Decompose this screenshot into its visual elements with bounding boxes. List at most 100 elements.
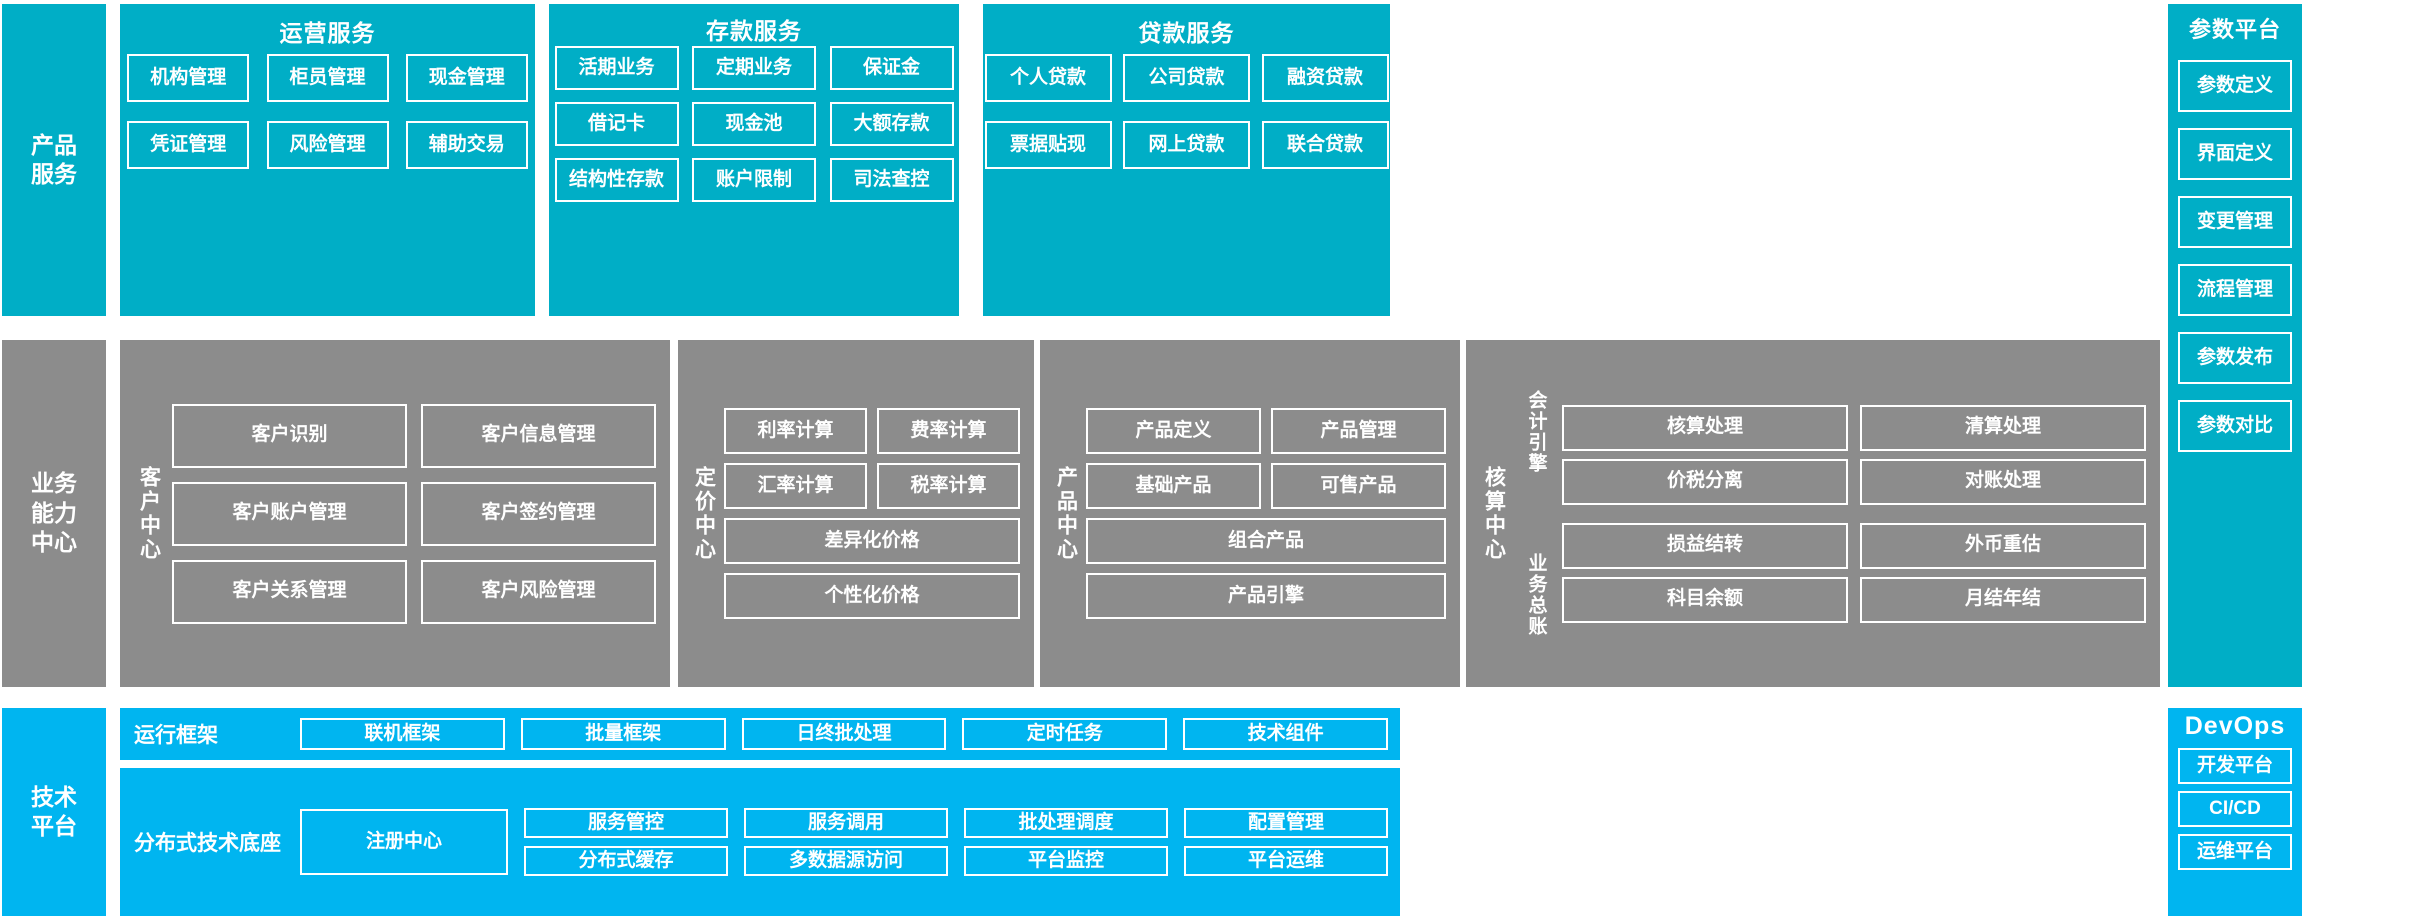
registry-center-cell[interactable]: 注册中心: [300, 809, 508, 875]
capability-cell[interactable]: 外币重估: [1860, 522, 2146, 569]
panel-accounting-center: 核算中心 会计引擎 业务总账 核算处理 清算处理 价税分离 对账处理 损益结转 …: [1466, 340, 2160, 687]
service-cell[interactable]: 保证金: [829, 46, 954, 90]
capability-cell[interactable]: 科目余额: [1562, 576, 1848, 623]
rail-technology-platform-label: 技术平台: [31, 783, 77, 839]
rail-product-services-label: 产品服务: [31, 131, 77, 187]
tech-cell[interactable]: 联机框架: [300, 718, 505, 750]
capability-cell[interactable]: 费率计算: [877, 408, 1020, 454]
capability-cell[interactable]: 价税分离: [1562, 458, 1848, 505]
parameter-cell[interactable]: 参数定义: [2178, 60, 2292, 112]
devops-cell[interactable]: 开发平台: [2178, 748, 2292, 784]
service-cell[interactable]: 定期业务: [692, 46, 816, 90]
service-cell[interactable]: 融资贷款: [1261, 54, 1389, 102]
capability-cell[interactable]: 利率计算: [724, 408, 867, 454]
pricing-center-vlabel: 定价中心: [692, 465, 716, 562]
panel-customer-center: 客户中心 客户识别 客户信息管理 客户账户管理 客户签约管理 客户关系管理 客户…: [120, 340, 670, 687]
tech-cell[interactable]: 服务管控: [524, 808, 728, 838]
service-cell[interactable]: 借记卡: [554, 102, 679, 146]
customer-center-vlabel: 客户中心: [137, 465, 161, 562]
tech-cell[interactable]: 平台运维: [1184, 846, 1388, 876]
devops-cell[interactable]: CI/CD: [2178, 791, 2292, 827]
tech-cell[interactable]: 定时任务: [962, 718, 1168, 750]
rail-business-capability: 业务能力中心: [2, 340, 106, 687]
parameter-platform-title: 参数平台: [2188, 17, 2281, 42]
capability-cell[interactable]: 个性化价格: [724, 573, 1020, 619]
accounting-center-vlabel: 核算中心: [1482, 465, 1506, 562]
panel-deposit-services-title: 存款服务: [706, 18, 802, 44]
parameter-cell[interactable]: 界面定义: [2178, 128, 2292, 180]
capability-cell[interactable]: 产品管理: [1271, 408, 1446, 454]
tech-cell[interactable]: 技术组件: [1183, 718, 1388, 750]
rail-technology-platform: 技术平台: [2, 708, 106, 916]
service-cell[interactable]: 辅助交易: [405, 121, 528, 169]
capability-cell[interactable]: 差异化价格: [724, 518, 1020, 564]
capability-cell[interactable]: 可售产品: [1271, 463, 1446, 509]
tech-cell[interactable]: 服务调用: [744, 808, 948, 838]
panel-distributed-foundation: 分布式技术底座 注册中心 服务管控 分布式缓存 服务调用 多数据源访问 批处理调…: [120, 768, 1400, 916]
parameter-cell[interactable]: 变更管理: [2178, 196, 2292, 248]
service-cell[interactable]: 联合贷款: [1261, 121, 1389, 169]
service-cell[interactable]: 凭证管理: [127, 121, 250, 169]
panel-parameter-platform: 参数平台 参数定义 界面定义 变更管理 流程管理 参数发布 参数对比: [2168, 4, 2302, 687]
service-cell[interactable]: 票据贴现: [984, 121, 1112, 169]
capability-cell[interactable]: 基础产品: [1086, 463, 1261, 509]
panel-operation-services: 运营服务 机构管理 柜员管理 现金管理 凭证管理 风险管理 辅助交易: [120, 4, 535, 316]
general-ledger-vlabel: 业务总账: [1525, 553, 1547, 638]
service-cell[interactable]: 网上贷款: [1123, 121, 1250, 169]
service-cell[interactable]: 个人贷款: [984, 54, 1112, 102]
tech-cell[interactable]: 分布式缓存: [524, 846, 728, 876]
tech-cell[interactable]: 日终批处理: [741, 718, 947, 750]
capability-cell[interactable]: 客户识别: [172, 403, 407, 468]
loan-services-grid: 个人贷款 公司贷款 融资贷款 票据贴现 网上贷款 联合贷款: [983, 54, 1390, 169]
panel-runtime-framework: 运行框架 联机框架 批量框架 日终批处理 定时任务 技术组件: [120, 708, 1400, 760]
service-cell[interactable]: 账户限制: [692, 158, 816, 202]
panel-loan-services: 贷款服务 个人贷款 公司贷款 融资贷款 票据贴现 网上贷款 联合贷款: [983, 4, 1390, 316]
capability-cell[interactable]: 客户信息管理: [421, 403, 656, 468]
capability-cell[interactable]: 产品引擎: [1086, 573, 1446, 619]
capability-cell[interactable]: 组合产品: [1086, 518, 1446, 564]
service-cell[interactable]: 现金管理: [405, 54, 528, 102]
capability-cell[interactable]: 客户风险管理: [421, 559, 656, 624]
runtime-framework-label: 运行框架: [134, 724, 218, 747]
rail-business-capability-label: 业务能力中心: [31, 470, 77, 556]
parameter-cell[interactable]: 参数发布: [2178, 332, 2292, 384]
service-cell[interactable]: 大额存款: [829, 102, 954, 146]
service-cell[interactable]: 现金池: [692, 102, 816, 146]
parameter-cell[interactable]: 参数对比: [2178, 400, 2292, 452]
service-cell[interactable]: 风险管理: [266, 121, 389, 169]
tech-cell[interactable]: 多数据源访问: [744, 846, 948, 876]
devops-title: DevOps: [2184, 712, 2286, 740]
capability-cell[interactable]: 对账处理: [1860, 458, 2146, 505]
capability-cell[interactable]: 损益结转: [1562, 522, 1848, 569]
panel-devops: DevOps 开发平台 CI/CD 运维平台: [2168, 708, 2302, 916]
capability-cell[interactable]: 清算处理: [1860, 404, 2146, 451]
rail-product-services: 产品服务: [2, 4, 106, 316]
panel-pricing-center: 定价中心 利率计算 费率计算 汇率计算 税率计算 差异化价格 个性化价格: [678, 340, 1034, 687]
service-cell[interactable]: 柜员管理: [266, 54, 389, 102]
parameter-cell[interactable]: 流程管理: [2178, 264, 2292, 316]
capability-cell[interactable]: 产品定义: [1086, 408, 1261, 454]
capability-cell[interactable]: 税率计算: [877, 463, 1020, 509]
capability-cell[interactable]: 核算处理: [1562, 404, 1848, 451]
capability-cell[interactable]: 客户签约管理: [421, 481, 656, 546]
tech-cell[interactable]: 配置管理: [1184, 808, 1388, 838]
capability-cell[interactable]: 汇率计算: [724, 463, 867, 509]
tech-cell[interactable]: 批处理调度: [964, 808, 1168, 838]
tech-cell[interactable]: 批量框架: [520, 718, 726, 750]
panel-deposit-services: 存款服务 活期业务 定期业务 保证金 借记卡 现金池 大额存款 结构性存款 账户…: [549, 4, 959, 316]
service-cell[interactable]: 机构管理: [127, 54, 250, 102]
capability-cell[interactable]: 客户账户管理: [172, 481, 407, 546]
tech-cell[interactable]: 平台监控: [964, 846, 1168, 876]
panel-loan-services-title: 贷款服务: [1138, 20, 1235, 46]
service-cell[interactable]: 公司贷款: [1123, 54, 1250, 102]
deposit-services-grid: 活期业务 定期业务 保证金 借记卡 现金池 大额存款 结构性存款 账户限制 司法…: [549, 46, 959, 202]
operation-services-grid: 机构管理 柜员管理 现金管理 凭证管理 风险管理 辅助交易: [120, 54, 535, 169]
capability-cell[interactable]: 月结年结: [1860, 576, 2146, 623]
accounting-engine-vlabel: 会计引擎: [1525, 389, 1547, 474]
service-cell[interactable]: 活期业务: [554, 46, 679, 90]
devops-cell[interactable]: 运维平台: [2178, 834, 2292, 870]
service-cell[interactable]: 司法查控: [829, 158, 954, 202]
capability-cell[interactable]: 客户关系管理: [172, 559, 407, 624]
service-cell[interactable]: 结构性存款: [554, 158, 679, 202]
